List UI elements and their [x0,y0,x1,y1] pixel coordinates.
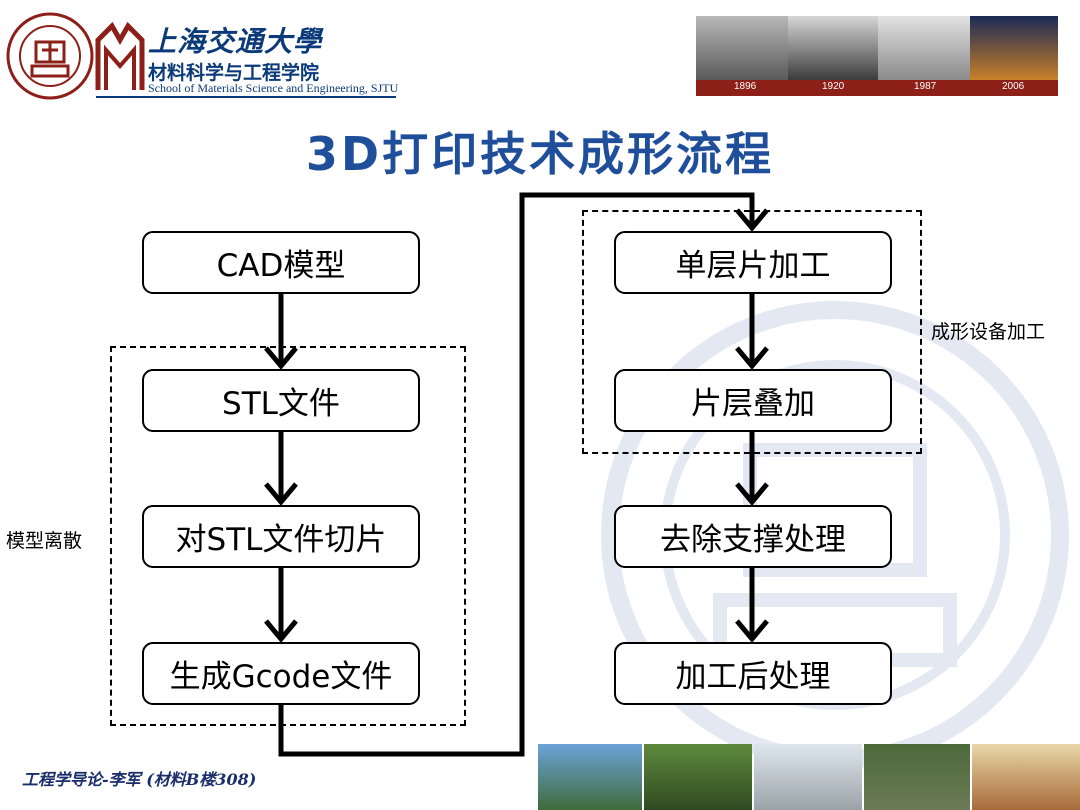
campus-photo-strip [538,744,1080,810]
step-layer-stacking: 片层叠加 [614,369,892,432]
campus-photo [538,744,642,810]
step-generate-gcode: 生成Gcode文件 [142,642,420,705]
group-label-model-discretization: 模型离散 [6,526,82,553]
campus-photo [644,744,752,810]
campus-photo [972,744,1080,810]
step-support-removal: 去除支撑处理 [614,505,892,568]
campus-photo [754,744,862,810]
footer-course-info: 工程学导论-李军 (材料B楼308) [22,766,256,790]
campus-photo [864,744,970,810]
step-cad-model: CAD模型 [142,231,420,294]
step-slice-stl: 对STL文件切片 [142,505,420,568]
step-single-layer-processing: 单层片加工 [614,231,892,294]
group-label-forming-equipment: 成形设备加工 [931,317,1045,344]
step-post-processing: 加工后处理 [614,642,892,705]
step-stl-file: STL文件 [142,369,420,432]
